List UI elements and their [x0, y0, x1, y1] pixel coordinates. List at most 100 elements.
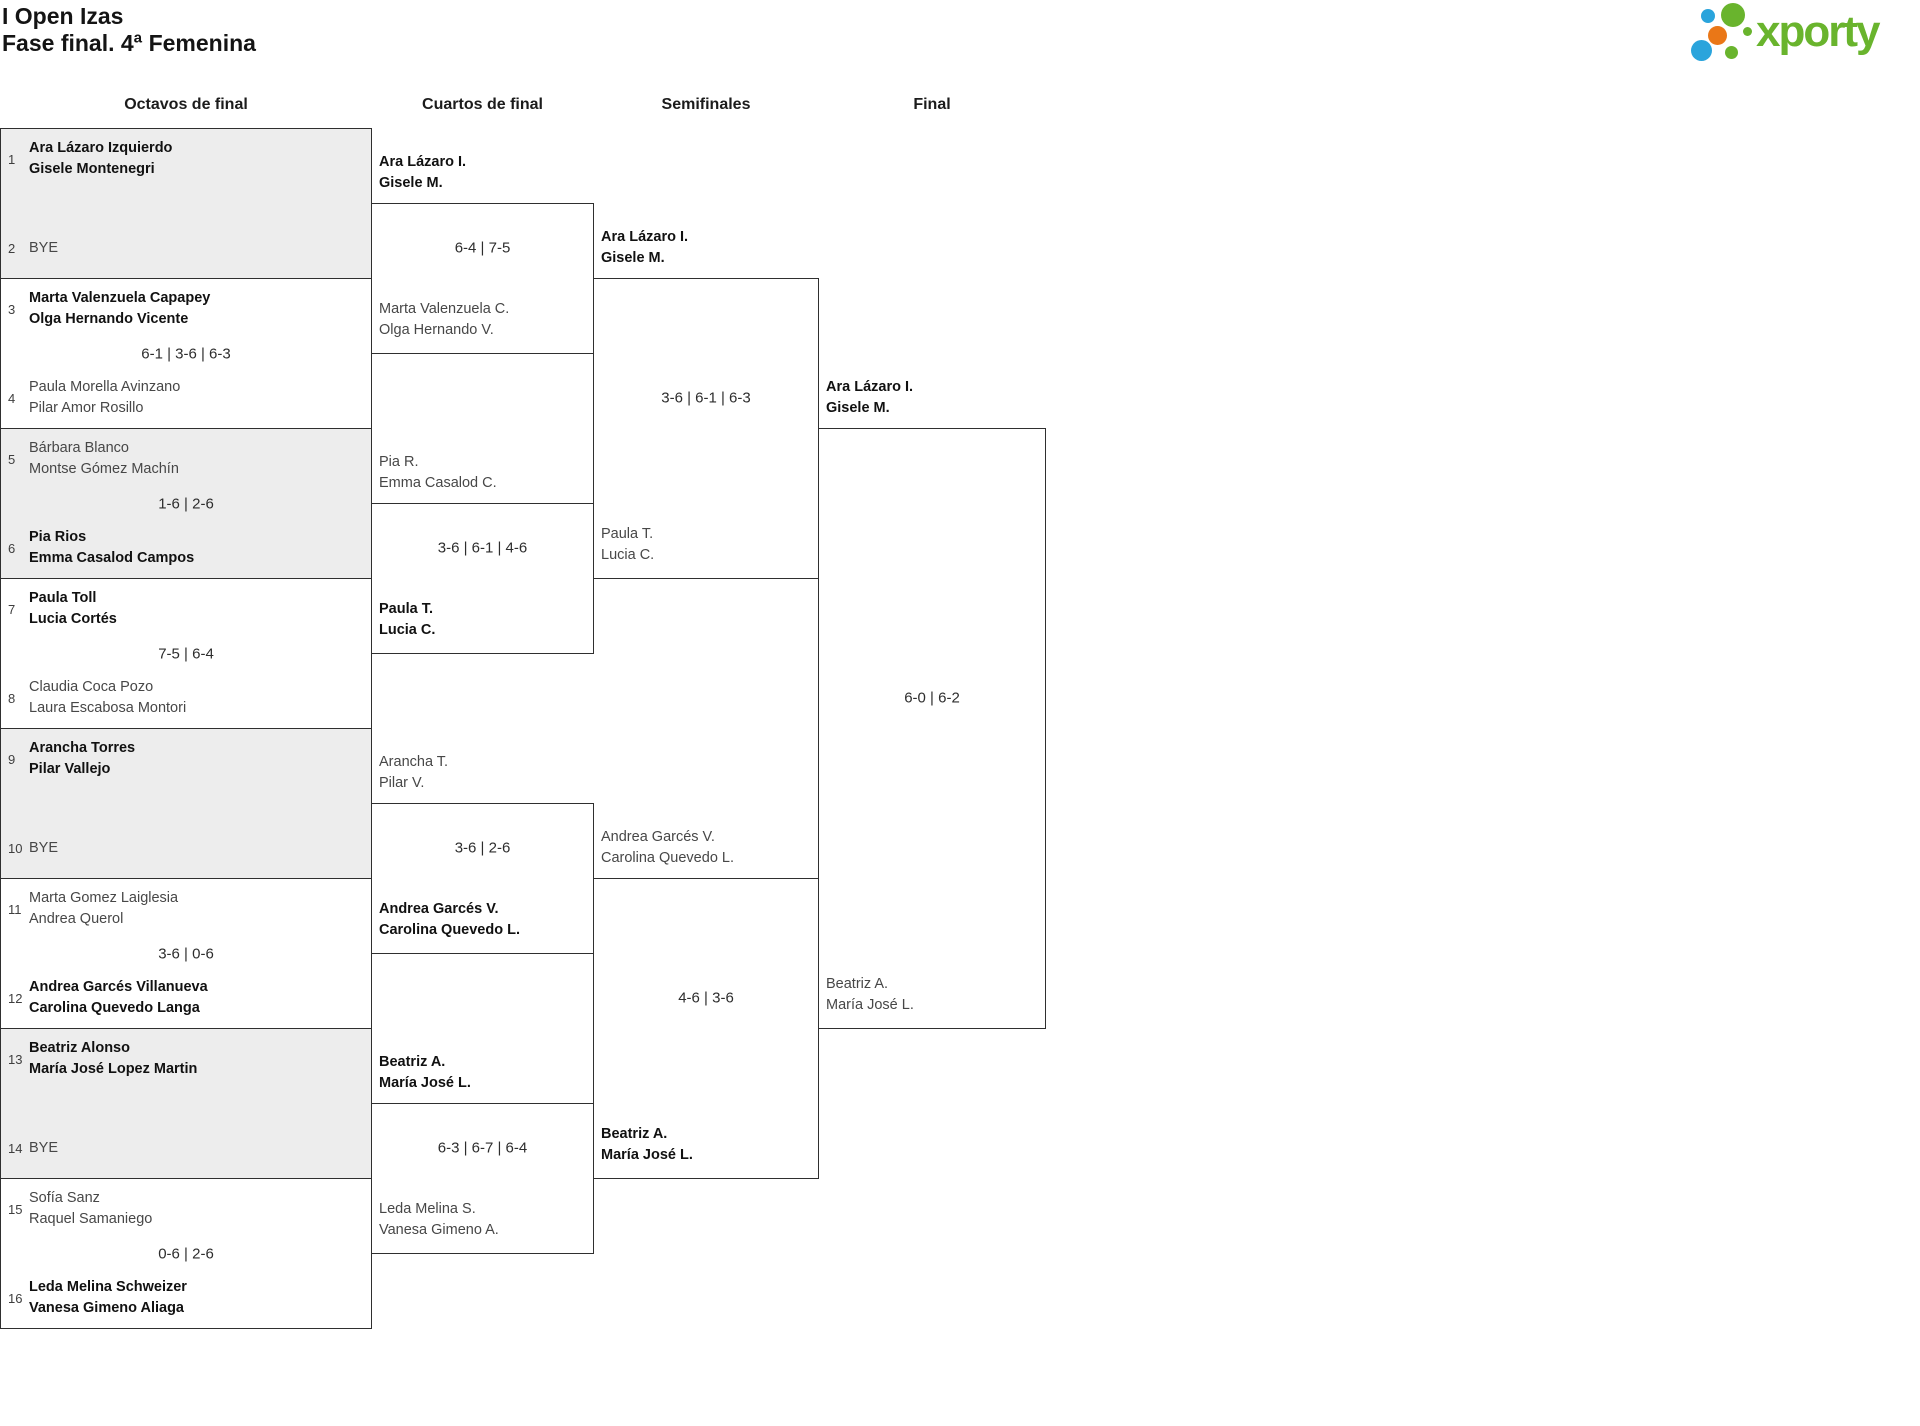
- round-header-semifinales: Semifinales: [661, 96, 751, 113]
- player-name: Ara Lázaro Izquierdo: [29, 140, 173, 156]
- seed-number: 5: [8, 451, 16, 467]
- team-slot: 2 BYE: [8, 226, 363, 270]
- player-name: Paula T.: [601, 526, 654, 542]
- team-label: Andrea Garcés V.Carolina Quevedo L.: [379, 899, 520, 941]
- logo-dot-icon: [1708, 26, 1727, 45]
- player-name: Beatriz A.: [601, 1126, 668, 1142]
- seed-number: 12: [8, 990, 23, 1006]
- player-name: Vanesa Gimeno A.: [379, 1222, 499, 1238]
- player-name: Marta Gomez Laiglesia: [29, 890, 179, 906]
- player-name: María José L.: [601, 1147, 693, 1163]
- seed-number: 10: [8, 840, 23, 856]
- team-label: Andrea Garcés V. Carolina Quevedo L.: [601, 827, 734, 869]
- match-score: 3-6 | 2-6: [454, 839, 511, 856]
- match-box-final: Ara Lázaro I. Gisele M. 6-0 | 6-2 Beatriz…: [818, 379, 1046, 1029]
- page-subtitle: Fase final. 4ª Femenina: [2, 30, 256, 56]
- match-score: 3-6 | 0-6: [158, 945, 214, 962]
- player-name: Sofía Sanz: [29, 1190, 100, 1206]
- seed-number: 3: [8, 301, 16, 317]
- team-label: Paula T. Lucia C.: [601, 524, 654, 566]
- player-name: Bárbara Blanco: [29, 440, 129, 456]
- player-name: Olga Hernando V.: [379, 322, 494, 338]
- logo-dot-icon: [1691, 40, 1712, 61]
- player-name: Gisele Montenegri: [29, 161, 155, 177]
- match-score: 0-6 | 2-6: [158, 1245, 214, 1262]
- team-label: Ara Lázaro I.Gisele M.: [379, 152, 466, 194]
- player-name: Leda Melina S.: [379, 1201, 476, 1217]
- player-name: Claudia Coca Pozo: [29, 679, 154, 695]
- player-name: Pilar Vallejo: [29, 761, 111, 777]
- player-name: Olga Hernando Vicente: [29, 311, 189, 327]
- seed-number: 14: [8, 1140, 23, 1156]
- player-name: Ara Lázaro I.: [826, 379, 914, 395]
- player-name: Vanesa Gimeno Aliaga: [29, 1300, 184, 1316]
- match-score: 6-4 | 7-5: [454, 239, 511, 256]
- player-name: Beatriz A.: [379, 1054, 446, 1070]
- team-slot: 10 BYE: [8, 826, 363, 870]
- round-header-octavos: Octavos de final: [124, 96, 248, 113]
- seed-number: 2: [8, 240, 16, 256]
- logo-dot-icon: [1743, 27, 1752, 36]
- team-label: Ara Lázaro I. Gisele M.: [826, 377, 913, 419]
- player-name: Leda Melina Schweizer: [29, 1279, 187, 1295]
- team-label: Beatriz A. María José L.: [379, 1052, 471, 1094]
- player-name: Gisele M.: [826, 400, 890, 416]
- player-name: BYE: [29, 239, 59, 256]
- player-name: Carolina Quevedo Langa: [29, 1000, 200, 1016]
- team-label: Beatriz A. María José L.: [601, 1124, 693, 1166]
- match-box-sf-2: Andrea Garcés V.Carolina Quevedo L. 4-6 …: [593, 829, 819, 1179]
- player-name: Emma Casalod Campos: [29, 550, 195, 566]
- seed-number: 11: [8, 901, 22, 917]
- team-label: Paula T. Lucia C.: [379, 599, 435, 641]
- player-name: Carolina Quevedo L.: [601, 850, 734, 866]
- player-name: María José L.: [379, 1075, 471, 1091]
- seed-number: 15: [8, 1201, 23, 1217]
- match-box-qf-4: Beatriz A.María José L. 6-3 | 6-7 | 6-4 …: [371, 1054, 594, 1254]
- match-box-sf-1: Ara Lázaro I.Gisele M. 3-6 | 6-1 | 6-3 P…: [593, 229, 819, 579]
- match-score: 6-0 | 6-2: [904, 689, 960, 706]
- page-title: I Open Izas: [2, 3, 124, 29]
- round-header-cuartos: Cuartos de final: [422, 96, 543, 113]
- player-name: Paula T.: [379, 601, 433, 617]
- match-score: 1-6 | 2-6: [158, 495, 214, 512]
- player-name: Lucia C.: [601, 547, 655, 563]
- player-name: Beatriz A.: [826, 976, 889, 992]
- player-name: María José Lopez Martin: [29, 1061, 198, 1077]
- match-box-qf-2: Pia R.Emma Casalod C. 3-6 | 6-1 | 4-6 Pa…: [371, 454, 594, 654]
- player-name: Ara Lázaro I.: [601, 229, 689, 245]
- seed-number: 16: [8, 1290, 23, 1306]
- player-name: Pia Rios: [29, 529, 87, 545]
- team-label: Beatriz A.María José L.: [826, 974, 914, 1016]
- logo-dot-icon: [1701, 9, 1715, 23]
- player-name: BYE: [29, 1139, 59, 1156]
- xporty-logo[interactable]: xporty: [1686, 0, 1918, 64]
- player-name: Andrea Garcés V.: [601, 829, 715, 845]
- player-name: Pilar Amor Rosillo: [29, 400, 144, 416]
- match-score: 6-1 | 3-6 | 6-3: [141, 345, 231, 362]
- seed-number: 1: [8, 151, 16, 167]
- seed-number: 4: [8, 390, 16, 406]
- seed-number: 7: [8, 601, 16, 617]
- player-name: BYE: [29, 839, 59, 856]
- match-score: 7-5 | 6-4: [158, 645, 214, 662]
- player-name: Beatriz Alonso: [29, 1040, 130, 1056]
- player-name: Lucia C.: [379, 622, 436, 638]
- player-name: Raquel Samaniego: [29, 1211, 153, 1227]
- match-score: 3-6 | 6-1 | 4-6: [437, 539, 528, 556]
- team-label: Marta Valenzuela C.Olga Hernando V.: [379, 299, 509, 341]
- player-name: Andrea Garcés V.: [379, 901, 499, 917]
- logo-wordmark: xporty: [1756, 7, 1880, 56]
